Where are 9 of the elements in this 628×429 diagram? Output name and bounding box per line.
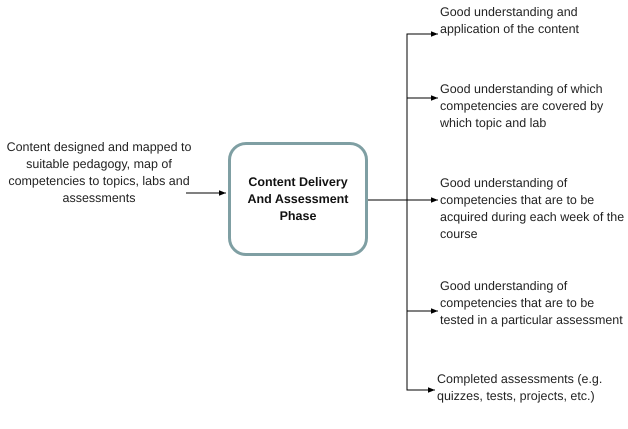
arrow bbox=[186, 190, 226, 196]
outcome-text: Completed assessments (e.g. quizzes, tests, projects, etc.) bbox=[437, 371, 623, 405]
outcome-text: Content designed and mapped to suitable pedagogy, map of competencies to topics, labs and assessments bbox=[4, 139, 194, 207]
outcome-text: Good understanding of competencies that are to be tested in a particular assessment bbox=[440, 278, 626, 329]
outcome-text: Good understanding of competencies that are to be acquired during each week of the course bbox=[440, 175, 626, 243]
outcome-text: Good understanding of which competencies are covered by which topic and lab bbox=[440, 81, 626, 132]
process-box: Content Delivery And Assessment Phase bbox=[228, 142, 368, 256]
outcome-text: Good understanding and application of the content bbox=[440, 4, 626, 38]
arrow bbox=[368, 200, 436, 393]
